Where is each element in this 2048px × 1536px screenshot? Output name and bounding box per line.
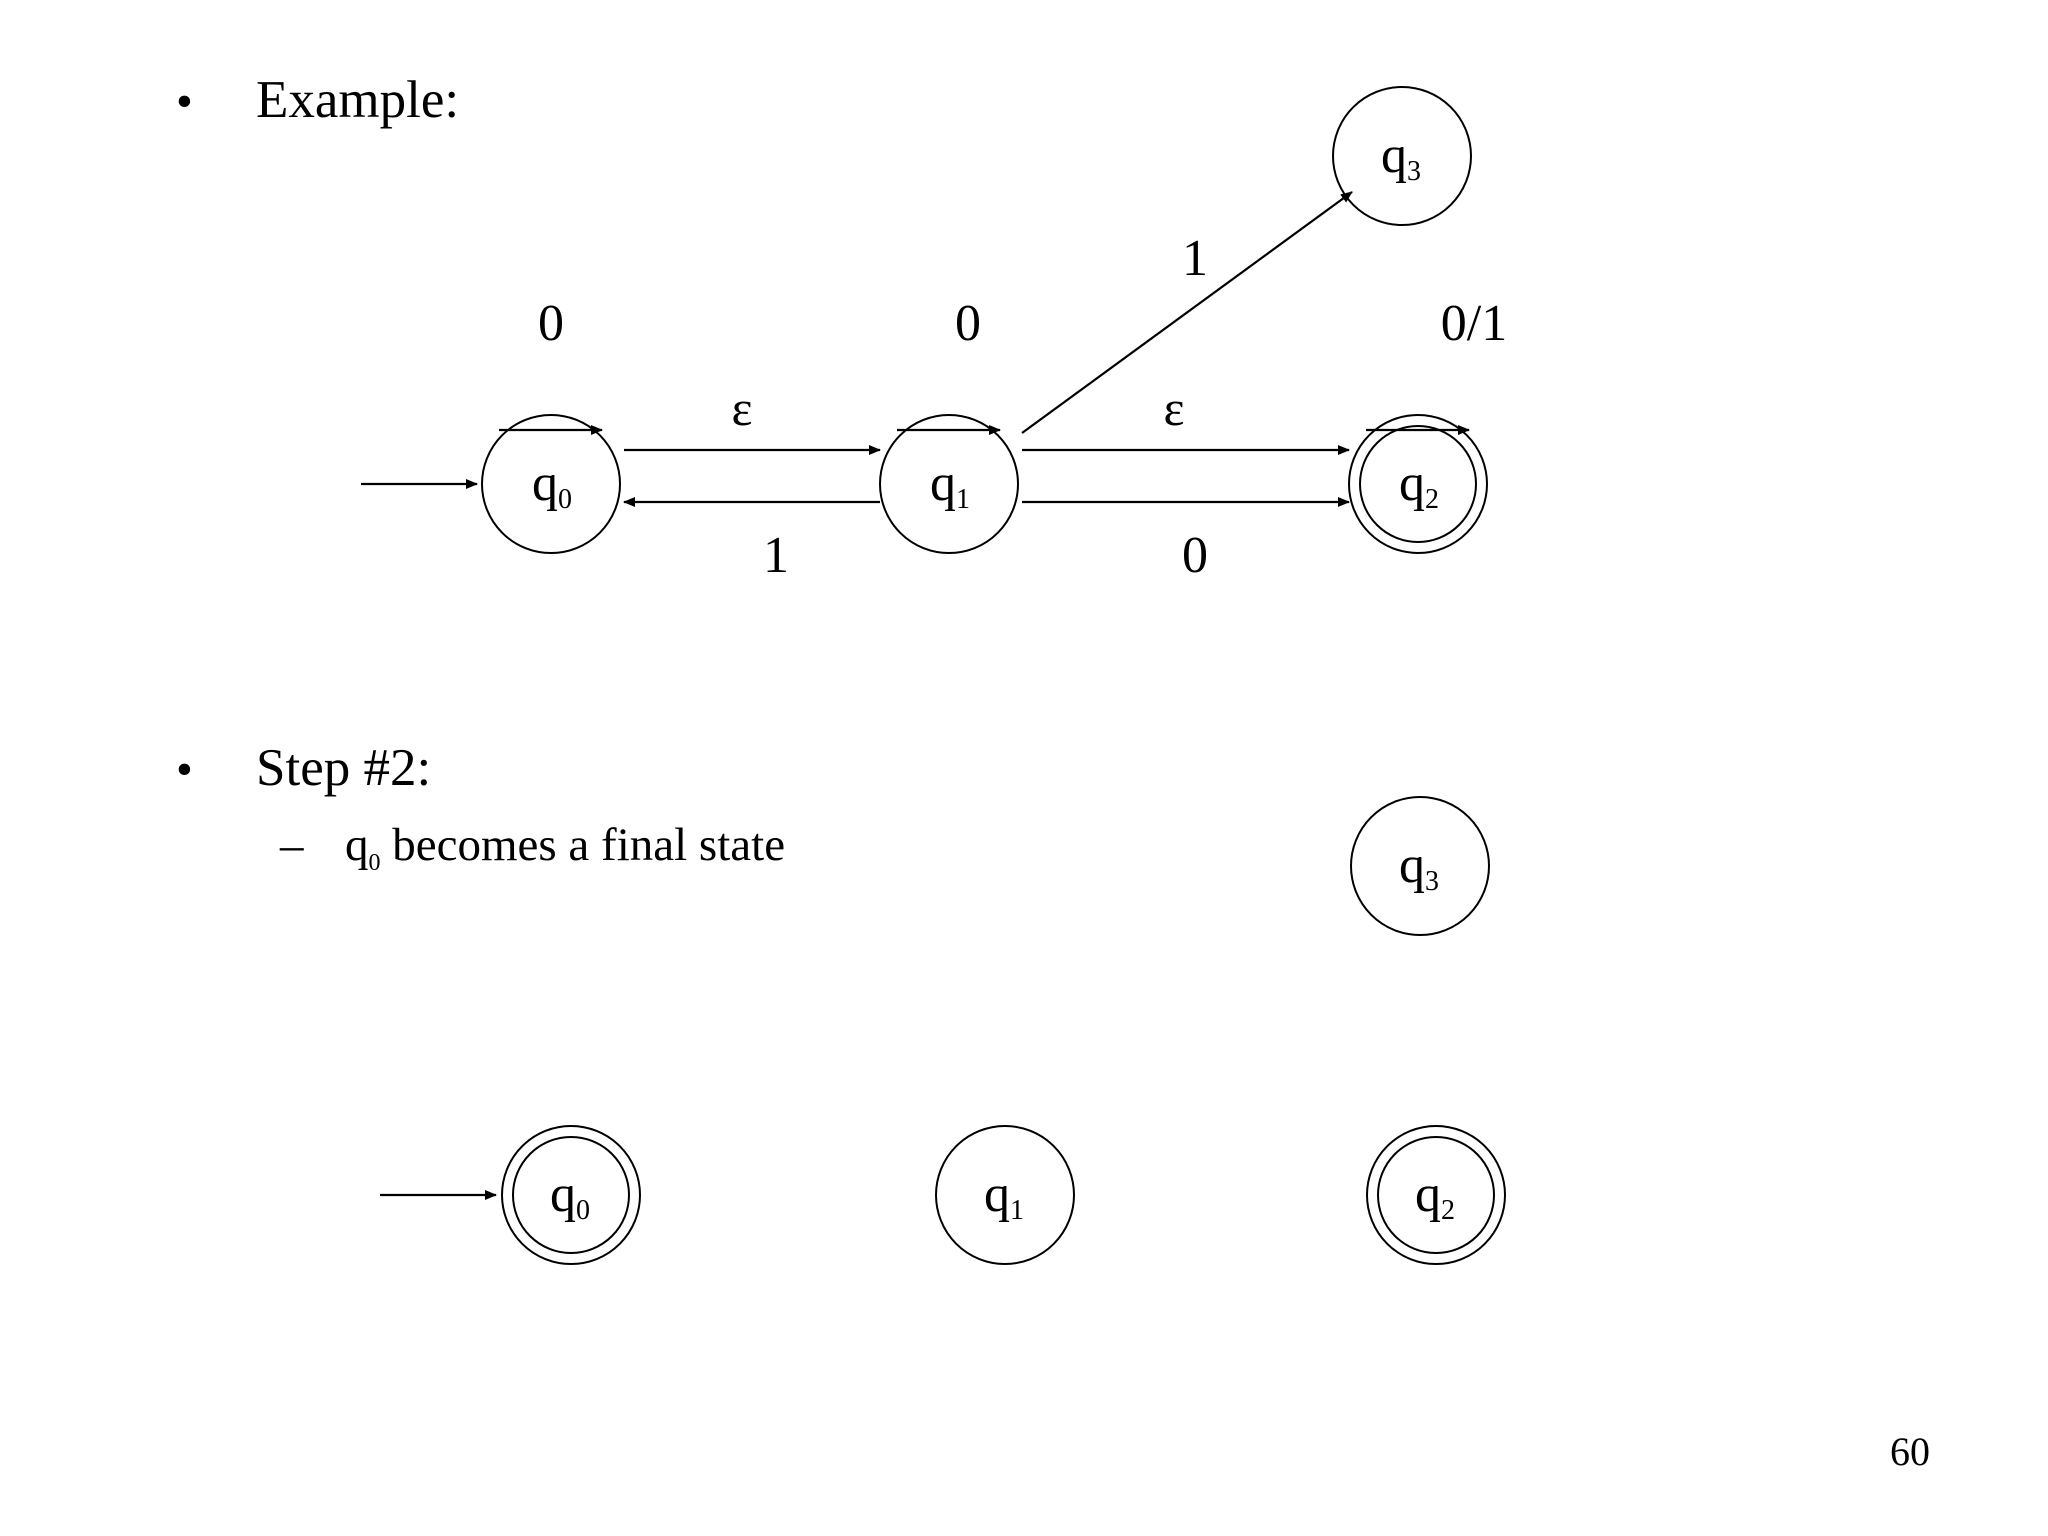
top-edge-q0-q1-label: ε [732,380,753,436]
page-number: 60 [1890,1429,1930,1474]
top-state-q2-label: q2 [1399,455,1439,515]
bottom-state-q3-label: q3 [1399,837,1439,897]
bottom-state-q0: q0 [501,1125,641,1265]
bottom-state-q1-circle [935,1125,1075,1265]
sub-bullet-text: becomes a final state [380,819,786,871]
bullet-example: • Example: [176,74,459,127]
dash-glyph: – [280,819,304,871]
top-state-q1-circle [879,414,1019,554]
top-edge-q1-q2-zero-label: 0 [1182,527,1208,584]
top-state-q2: q2 0/1 [1348,295,1507,554]
bottom-state-q0-label: q0 [550,1166,590,1226]
top-state-q1-label: q1 [930,455,970,515]
bullet-example-text: Example: [256,71,460,129]
top-state-q2-outer-circle [1348,414,1488,554]
top-state-q3: q3 [1332,86,1472,226]
top-self-loop-q0-label: 0 [538,295,564,352]
bottom-state-q3: q3 [1350,796,1490,936]
top-state-q1: q1 0 [879,295,1019,554]
bottom-state-q0-outer-circle [501,1125,641,1265]
bottom-state-q3-circle [1350,796,1490,936]
bottom-state-q0-inner-circle [512,1136,630,1254]
bottom-state-q2-inner-circle [1377,1136,1495,1254]
bullet-glyph: • [176,75,193,128]
top-diagram: q0 0 q1 0 q2 0/1 q3 ε 1 [361,86,1507,584]
top-edge-q1-q0-label: 1 [763,527,789,584]
top-state-q0-circle [481,414,621,554]
bottom-state-q2-outer-circle [1366,1125,1506,1265]
top-state-q2-inner-circle [1359,425,1477,543]
bottom-state-q2: q2 [1366,1125,1506,1265]
bottom-state-q1: q1 [935,1125,1075,1265]
top-state-q0-label: q0 [532,455,572,515]
top-state-q0: q0 0 [481,295,621,554]
top-self-loop-q1-label: 0 [955,295,981,352]
top-self-loop-q2-label: 0/1 [1441,295,1507,352]
bottom-state-q2-label: q2 [1415,1166,1455,1226]
bullet-step: • Step #2: [176,742,431,795]
sub-bullet-state: q [345,819,369,871]
bottom-diagram: q0 q1 q2 q3 [380,796,1506,1265]
top-edge-q1-q3-label: 1 [1182,230,1208,287]
top-state-q3-circle [1332,86,1472,226]
sub-bullet-state-subscript: 0 [368,850,381,876]
top-edge-q1-q3 [1021,191,1353,434]
bottom-state-q1-label: q1 [984,1166,1024,1226]
top-state-q3-label: q3 [1381,127,1421,187]
bullet-glyph: • [176,743,193,796]
top-edge-q1-q2-epsilon-label: ε [1164,380,1185,436]
bullet-step-text: Step #2: [256,739,432,797]
